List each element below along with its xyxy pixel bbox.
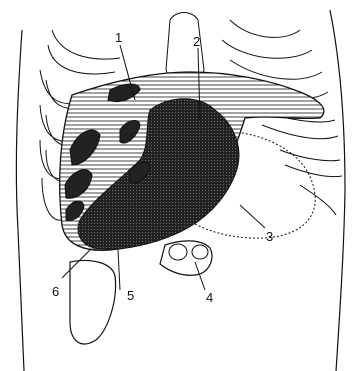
label-1: 1 xyxy=(115,30,122,45)
torso-right-outline xyxy=(330,10,345,371)
label-6: 6 xyxy=(52,284,59,299)
bowel-loop-2 xyxy=(192,245,208,259)
label-2: 2 xyxy=(193,34,200,49)
label-4: 4 xyxy=(206,290,213,305)
label-3: 3 xyxy=(266,229,273,244)
label-5: 5 xyxy=(127,288,134,303)
torso-left-outline xyxy=(16,30,24,371)
bowel-loop-1 xyxy=(169,244,187,260)
intestine-left xyxy=(70,261,116,344)
